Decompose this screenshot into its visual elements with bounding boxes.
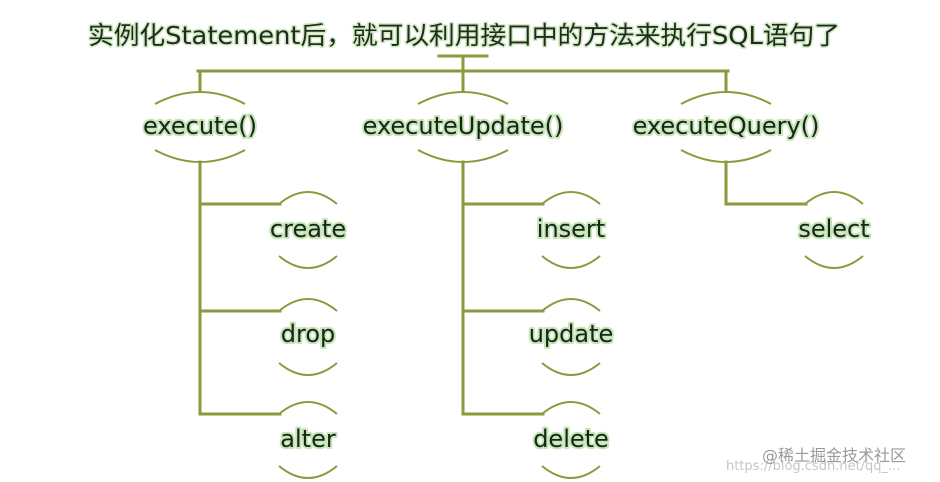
child-bottom-arc-0-0 [278,255,338,269]
node-arcs [154,91,864,479]
child-top-arc-2-0 [804,191,864,205]
child-bottom-arc-2-0 [804,255,864,269]
child-bottom-arc-1-1 [541,362,601,376]
child-bottom-arc-0-1 [278,362,338,376]
op-alter: alter [280,425,336,453]
child-bottom-arc-1-2 [541,465,601,479]
method-bottom-arc-0 [154,149,246,163]
child-bottom-arc-0-2 [278,465,338,479]
diagram-title: 实例化Statement后，就可以利用接口中的方法来执行SQL语句了 [88,21,840,50]
child-top-arc-0-2 [278,401,338,415]
method-bottom-arc-2 [680,149,772,163]
child-top-arc-1-0 [541,191,601,205]
op-update: update [529,320,614,348]
connector-lines [196,54,808,416]
child-bottom-arc-1-0 [541,255,601,269]
watermark-brand: @稀土掘金技术社区 [762,446,906,465]
method-executeupdate: executeUpdate() [363,112,564,140]
child-top-arc-0-1 [278,298,338,312]
method-top-arc-0 [154,91,246,105]
method-execute: execute() [143,112,257,140]
watermark-url: https://blog.csdn.net/qq_... [726,459,900,474]
op-drop: drop [281,320,336,348]
op-create: create [270,215,346,243]
method-top-arc-2 [680,91,772,105]
method-executequery: executeQuery() [633,112,820,140]
op-select: select [798,215,869,243]
op-delete: delete [533,425,609,453]
child-top-arc-0-0 [278,191,338,205]
child-top-arc-1-1 [541,298,601,312]
method-top-arc-1 [417,91,509,105]
child-top-arc-1-2 [541,401,601,415]
op-insert: insert [537,215,605,243]
method-bottom-arc-1 [417,149,509,163]
